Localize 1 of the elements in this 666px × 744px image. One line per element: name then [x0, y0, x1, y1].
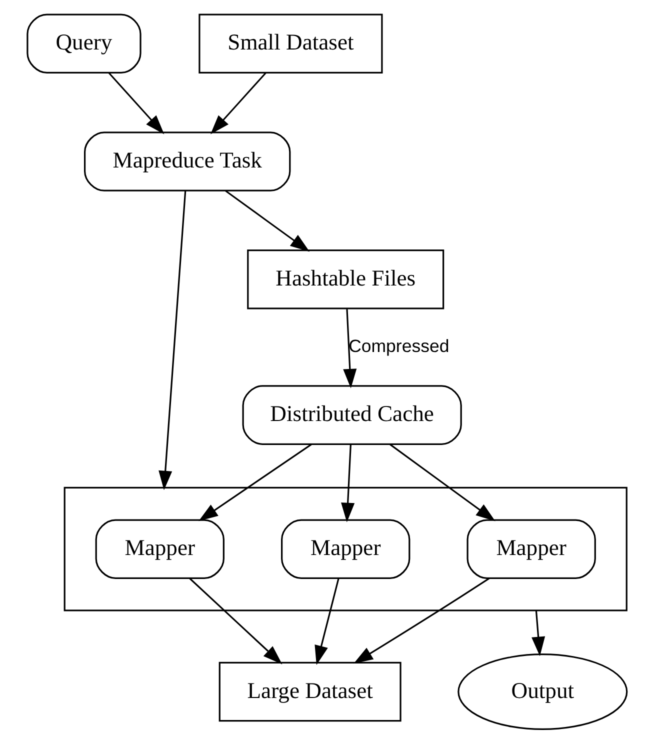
edge-label: Compressed	[348, 336, 449, 356]
